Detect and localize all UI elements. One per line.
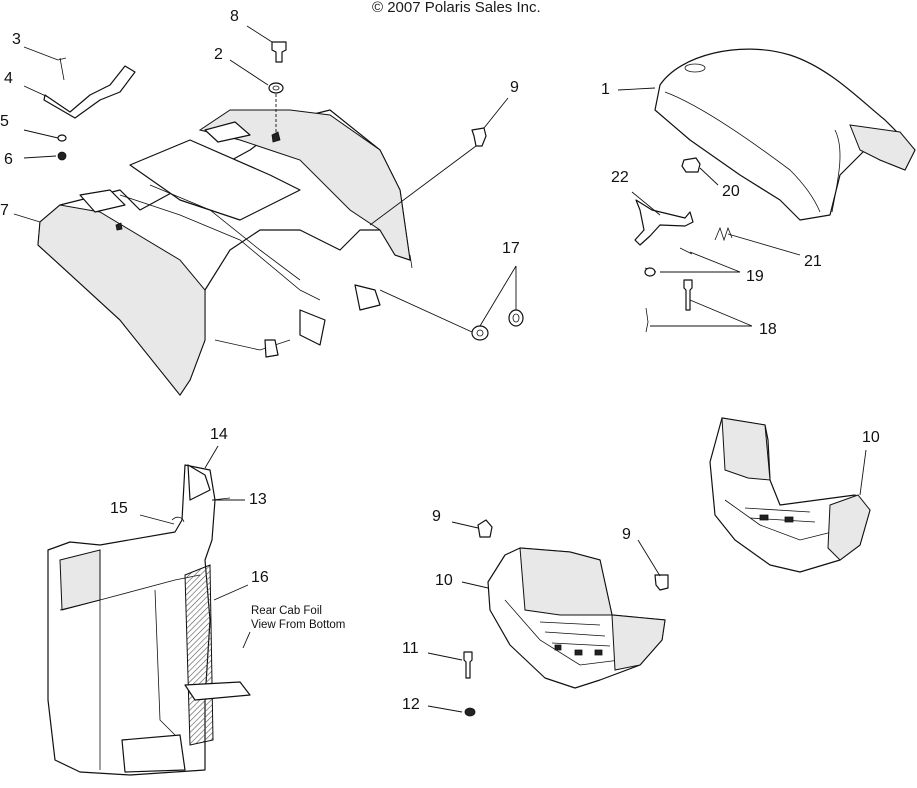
callout-7: 7 xyxy=(0,202,9,219)
view-note-line2: View From Bottom xyxy=(251,619,346,631)
callout-17: 17 xyxy=(502,240,520,257)
callout-18: 18 xyxy=(759,321,777,338)
callout-22: 22 xyxy=(611,169,629,186)
callout-1: 1 xyxy=(601,81,610,98)
callout-11: 11 xyxy=(402,640,419,657)
callout-9-footwell-right: 9 xyxy=(622,526,631,543)
callout-13: 13 xyxy=(249,491,267,508)
callout-9-footwell-left: 9 xyxy=(432,508,441,525)
footwell-left-part xyxy=(487,547,666,689)
leader-lines xyxy=(13,25,867,713)
callout-16: 16 xyxy=(251,569,269,586)
footwell-right-part xyxy=(709,417,871,573)
callout-8: 8 xyxy=(230,8,239,25)
callout-2: 2 xyxy=(214,46,223,63)
callout-19: 19 xyxy=(746,268,764,285)
callout-6: 6 xyxy=(4,151,13,168)
callout-21: 21 xyxy=(804,253,822,270)
callout-10-footwell-right: 10 xyxy=(862,429,880,446)
callout-4: 4 xyxy=(4,70,13,87)
rear-cab-hardware xyxy=(43,41,524,341)
callout-9-rear-cab: 9 xyxy=(510,79,519,96)
callout-10-footwell-left: 10 xyxy=(435,572,453,589)
callout-12: 12 xyxy=(402,696,420,713)
callout-5: 5 xyxy=(0,113,9,130)
callout-20: 20 xyxy=(722,183,740,200)
view-note-line1: Rear Cab Foil xyxy=(251,605,322,617)
seat-hardware xyxy=(634,157,733,333)
footwell-hardware xyxy=(463,519,669,717)
rear-cab-part xyxy=(37,109,413,396)
view-note: Rear Cab Foil View From Bottom xyxy=(251,604,345,632)
seat-part xyxy=(654,48,916,221)
copyright-text: © 2007 Polaris Sales Inc. xyxy=(372,0,541,16)
cab-foil-part xyxy=(47,464,251,776)
callout-15: 15 xyxy=(110,500,128,517)
callout-3: 3 xyxy=(12,31,21,48)
callout-14: 14 xyxy=(210,426,228,443)
